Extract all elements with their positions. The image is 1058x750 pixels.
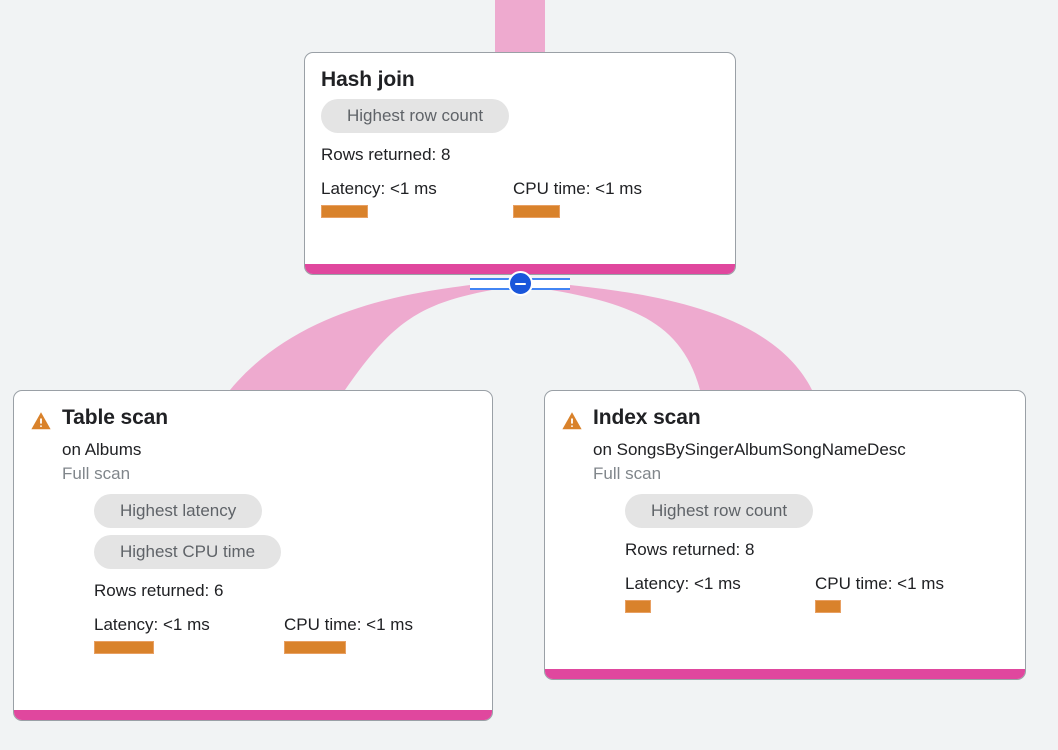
node-accent-bar (545, 669, 1025, 679)
plan-node-table-scan[interactable]: Table scan on Albums Full scan Highest l… (13, 390, 493, 721)
metric-latency-bar (321, 205, 368, 218)
minus-icon (514, 282, 526, 285)
metric-cpu-time-bar (815, 600, 841, 613)
node-badges: Highest row count (561, 494, 1009, 528)
metric-cpu-time-label: CPU time: <1 ms (815, 574, 944, 593)
edge-incoming-stub (495, 0, 545, 53)
node-header: Index scan on SongsBySingerAlbumSongName… (561, 405, 1009, 486)
node-scan-type: Full scan (593, 464, 662, 483)
node-body: Index scan on SongsBySingerAlbumSongName… (545, 391, 1025, 669)
metric-latency-bar (94, 641, 154, 654)
plan-node-hash-join[interactable]: Hash join Highest row count Rows returne… (304, 52, 736, 275)
node-accent-bar (305, 264, 735, 274)
metric-latency-bar (625, 600, 651, 613)
node-scan-type: Full scan (62, 464, 131, 483)
metric-latency: Latency: <1 ms (625, 574, 815, 613)
node-subtitle: on Albums (62, 440, 142, 459)
node-metrics: Latency: <1 ms CPU time: <1 ms (30, 615, 476, 654)
node-metrics: Latency: <1 ms CPU time: <1 ms (561, 574, 1009, 613)
node-header: Hash join (321, 67, 719, 93)
node-title: Hash join (321, 68, 415, 91)
rows-returned: Rows returned: 8 (321, 145, 451, 164)
metric-cpu-time: CPU time: <1 ms (513, 179, 642, 218)
metric-latency: Latency: <1 ms (321, 179, 513, 218)
node-body: Table scan on Albums Full scan Highest l… (14, 391, 492, 710)
node-title: Index scan (593, 406, 701, 429)
rows-returned: Rows returned: 8 (625, 540, 755, 559)
metric-cpu-time-bar (284, 641, 346, 654)
collapse-toggle-container[interactable] (470, 271, 570, 296)
node-badges: Highest latency Highest CPU time (30, 494, 476, 569)
node-header: Table scan on Albums Full scan (30, 405, 476, 486)
metric-cpu-time: CPU time: <1 ms (284, 615, 413, 654)
badge-highest-row-count: Highest row count (625, 494, 814, 528)
badge-highest-latency: Highest latency (94, 494, 263, 528)
metric-cpu-time-label: CPU time: <1 ms (284, 615, 413, 634)
badge-highest-cpu-time: Highest CPU time (94, 535, 282, 569)
warning-icon (562, 412, 582, 430)
badge-highest-row-count: Highest row count (321, 99, 510, 133)
metric-latency-label: Latency: <1 ms (321, 179, 437, 198)
node-body: Hash join Highest row count Rows returne… (305, 53, 735, 264)
node-badges: Highest row count (321, 99, 719, 133)
node-metrics: Latency: <1 ms CPU time: <1 ms (321, 179, 719, 218)
metric-cpu-time-label: CPU time: <1 ms (513, 179, 642, 198)
plan-node-index-scan[interactable]: Index scan on SongsBySingerAlbumSongName… (544, 390, 1026, 680)
metric-cpu-time: CPU time: <1 ms (815, 574, 944, 613)
metric-cpu-time-bar (513, 205, 560, 218)
edge-hashjoin-to-tablescan (230, 285, 520, 390)
metric-latency-label: Latency: <1 ms (94, 615, 210, 634)
edge-hashjoin-to-indexscan (520, 285, 812, 390)
metric-latency-label: Latency: <1 ms (625, 574, 741, 593)
collapse-toggle-button[interactable] (507, 271, 533, 296)
warning-icon (31, 412, 51, 430)
metric-latency: Latency: <1 ms (94, 615, 284, 654)
node-title: Table scan (62, 406, 168, 429)
node-accent-bar (14, 710, 492, 720)
rows-returned: Rows returned: 6 (94, 581, 224, 600)
node-subtitle: on SongsBySingerAlbumSongNameDesc (593, 440, 906, 459)
